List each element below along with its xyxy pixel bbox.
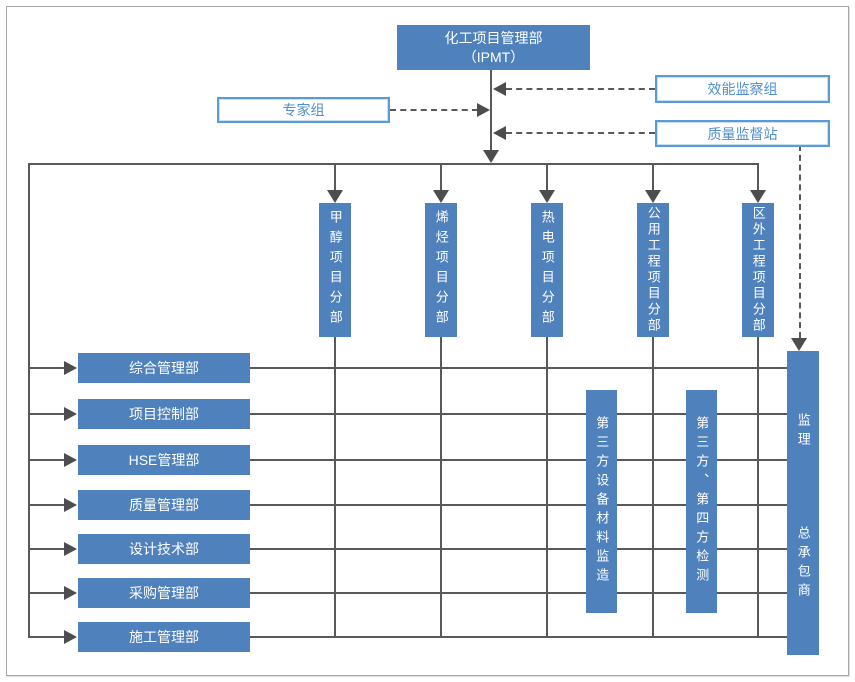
right-arrow [64, 542, 77, 556]
procurement-dept-box: 采购管理部 [78, 578, 250, 608]
construction-dept-box: 施工管理部 [78, 622, 250, 652]
thermal-power-division-box: 热电项目分部 [531, 203, 563, 337]
right-arrow [64, 498, 77, 512]
down-arrow [750, 190, 766, 203]
ipmt-header-line2: （IPMT） [462, 48, 525, 65]
division-column-line [652, 337, 654, 638]
division-drop-line [652, 164, 654, 190]
down-arrow [483, 150, 499, 163]
third-party-equipment-supervision-label: 第三方设备材料监造 [594, 416, 610, 587]
center-connector-line [490, 70, 492, 152]
procurement-dept-label: 采购管理部 [129, 584, 199, 601]
division-column-line [757, 337, 759, 638]
third-fourth-party-testing-label: 第三方、第四方检测 [694, 416, 710, 587]
quality-station-label: 质量监督站 [707, 125, 778, 142]
division-drop-line [334, 164, 336, 190]
dept-stub-line [29, 504, 65, 506]
efficiency-connector [506, 88, 655, 90]
top-distribution-line [28, 163, 759, 165]
dept-stub-line [29, 548, 65, 550]
design-tech-dept-box: 设计技术部 [78, 534, 250, 564]
right-arrow [64, 407, 77, 421]
ipmt-header-line1: 化工项目管理部 [444, 29, 543, 46]
division-column-line [546, 337, 548, 638]
general-management-dept-label: 综合管理部 [129, 359, 199, 376]
quality-management-dept-label: 质量管理部 [129, 496, 199, 513]
quality-station-box: 质量监督站 [655, 120, 830, 147]
construction-dept-label: 施工管理部 [129, 628, 199, 645]
project-control-dept-label: 项目控制部 [129, 405, 199, 422]
quality-management-dept-box: 质量管理部 [78, 490, 250, 520]
olefin-division-box: 烯烃项目分部 [425, 203, 457, 337]
thermal-power-division-label: 热电项目分部 [539, 210, 555, 330]
dept-row-line [250, 592, 788, 594]
supervision-contractor-box: 监理 总承包商 [787, 351, 819, 655]
design-tech-dept-label: 设计技术部 [129, 540, 199, 557]
down-arrow [645, 190, 661, 203]
right-arrow [64, 453, 77, 467]
expert-group-label: 专家组 [282, 102, 325, 118]
division-drop-line [546, 164, 548, 190]
division-drop-line [440, 164, 442, 190]
dept-stub-line [29, 367, 65, 369]
third-fourth-party-testing-box: 第三方、第四方检测 [686, 390, 717, 613]
right-arrow [64, 630, 77, 644]
dept-row-line [250, 548, 788, 550]
outside-area-division-box: 区外工程项目分部 [742, 203, 774, 337]
dept-row-line [250, 636, 788, 638]
division-column-line [440, 337, 442, 638]
dept-stub-line [29, 413, 65, 415]
expert-group-connector [390, 109, 478, 111]
general-management-dept-box: 综合管理部 [78, 353, 250, 383]
utility-engineering-division-box: 公用工程项目分部 [637, 203, 669, 337]
hse-dept-box: HSE管理部 [78, 445, 250, 475]
hse-dept-label: HSE管理部 [128, 451, 200, 468]
methanol-division-label: 甲醇项目分部 [327, 210, 343, 330]
dept-stub-line [29, 459, 65, 461]
left-arrow [493, 82, 506, 96]
outside-area-division-label: 区外工程项目分部 [750, 206, 766, 334]
efficiency-supervision-box: 效能监察组 [655, 75, 830, 103]
third-party-equipment-supervision-box: 第三方设备材料监造 [586, 390, 617, 613]
dept-row-line [250, 459, 788, 461]
down-arrow [433, 190, 449, 203]
dept-row-line [250, 367, 788, 369]
left-arrow [493, 126, 506, 140]
division-column-line [334, 337, 336, 638]
utility-engineering-division-label: 公用工程项目分部 [645, 206, 661, 334]
dept-row-line [250, 504, 788, 506]
dept-stub-line [29, 636, 65, 638]
dept-stub-line [29, 592, 65, 594]
efficiency-supervision-label: 效能监察组 [707, 81, 778, 97]
methanol-division-box: 甲醇项目分部 [319, 203, 351, 337]
down-arrow [539, 190, 555, 203]
general-contractor-label: 总承包商 [795, 526, 811, 602]
right-arrow [64, 586, 77, 600]
expert-group-box: 专家组 [217, 97, 390, 123]
page-border [6, 6, 849, 676]
dept-row-line [250, 413, 788, 415]
down-arrow [791, 338, 807, 351]
supervision-label: 监理 [795, 413, 811, 451]
ipmt-header-box: 化工项目管理部 （IPMT） [397, 25, 590, 70]
right-arrow [477, 103, 490, 117]
left-spine-line [28, 163, 30, 638]
quality-station-connector [506, 132, 655, 134]
right-arrow [64, 361, 77, 375]
quality-station-drop-connector [799, 145, 801, 338]
down-arrow [327, 190, 343, 203]
division-drop-line [757, 164, 759, 190]
olefin-division-label: 烯烃项目分部 [433, 210, 449, 330]
project-control-dept-box: 项目控制部 [78, 399, 250, 429]
